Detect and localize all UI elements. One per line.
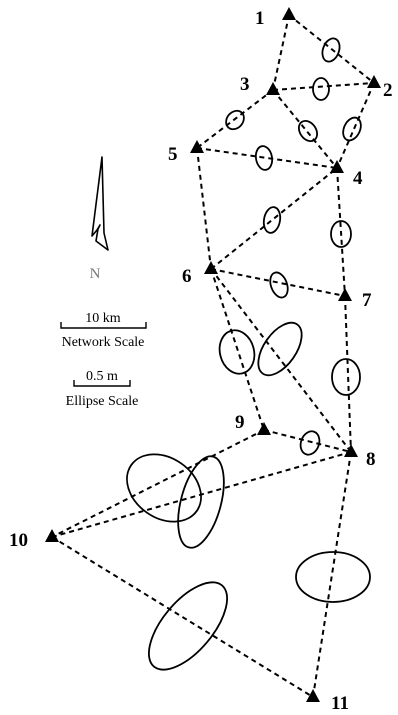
edge-6-8 [210,268,352,453]
ellipse-7-8 [331,358,361,396]
edge-5-6 [196,147,212,270]
edge-2-4 [336,82,375,169]
edge-5-4 [196,147,338,169]
edge-6-9 [210,268,265,431]
station-marker-5 [190,139,204,153]
edge-6-4 [210,167,338,270]
edge-7-8 [344,295,352,453]
network-scale-value: 10 km [85,311,121,326]
station-label-7: 7 [362,290,372,311]
edge-10-11 [51,536,314,698]
north-arrow-icon [91,156,109,251]
ellipse-5-4 [254,145,274,171]
station-marker-7 [338,287,352,301]
ellipse-4-7 [330,220,352,248]
edge-6-7 [210,268,346,297]
network-scale-bar [60,322,147,329]
station-label-6: 6 [182,266,192,287]
station-label-9: 9 [235,412,245,433]
edge-3-4 [272,89,338,169]
ellipse-9-8 [299,430,321,456]
station-label-2: 2 [383,80,393,101]
station-marker-3 [266,81,280,95]
north-label: N [90,266,101,282]
station-label-5: 5 [168,144,178,165]
ellipse-scale-bar [73,380,131,387]
ellipse-6-9 [218,329,256,375]
edge-1-3 [272,14,290,91]
station-marker-10 [45,528,59,542]
station-marker-2 [367,74,381,88]
station-marker-8 [344,443,358,457]
ellipse-3-2 [312,77,330,101]
edge-8-11 [312,451,352,698]
edge-3-5 [196,89,274,149]
edge-4-7 [336,167,346,297]
network-scale: 10 km Network Scale [60,311,147,350]
edge-9-8 [263,429,352,453]
ellipse-3-5 [225,109,245,131]
station-label-4: 4 [353,168,363,189]
edge-9-10 [51,429,265,538]
ellipse-6-4 [262,206,282,234]
ellipse-9-10 [126,453,202,523]
error-ellipses [126,37,371,671]
network-scale-caption: Network Scale [62,335,145,350]
ellipse-6-7 [269,271,289,299]
station-marker-11 [306,688,320,702]
station-marker-1 [282,6,296,20]
station-label-10: 10 [9,530,28,551]
stations: 1 2 3 4 5 6 7 8 9 10 11 [9,6,393,714]
station-marker-9 [257,421,271,435]
edge-1-2 [288,14,375,84]
north-arrow: N [90,156,109,282]
ellipse-8-11 [295,551,371,603]
network-edges [51,14,375,698]
station-label-3: 3 [240,74,250,95]
ellipse-3-4 [298,119,318,143]
station-label-11: 11 [331,693,349,714]
ellipse-1-2 [321,37,341,63]
station-label-8: 8 [366,449,376,470]
station-label-1: 1 [255,8,265,29]
station-marker-4 [330,159,344,173]
ellipse-6-8 [257,321,303,377]
edge-3-2 [272,82,375,91]
ellipse-8-10 [177,455,225,549]
ellipse-10-11 [148,581,228,671]
ellipse-scale-caption: Ellipse Scale [66,394,139,409]
station-marker-6 [204,260,218,274]
ellipse-2-4 [342,116,362,142]
ellipse-scale-value: 0.5 m [86,369,118,384]
ellipse-scale: 0.5 m Ellipse Scale [66,369,139,409]
